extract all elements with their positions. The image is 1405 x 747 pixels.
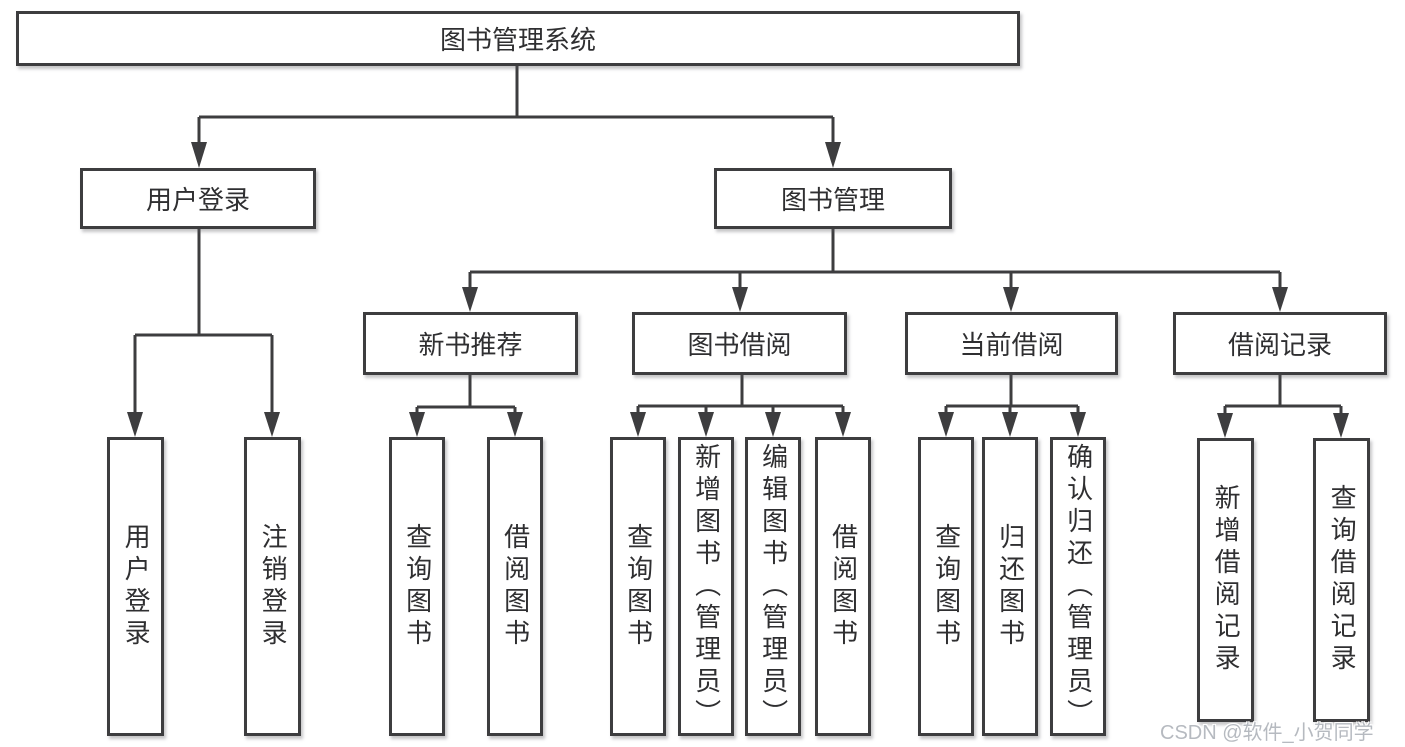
leaf-query-books-current: 查询图书 <box>918 437 974 736</box>
leaf-query-books-borrowing-label: 查询图书 <box>623 522 654 651</box>
leaf-add-borrow-record: 新增借阅记录 <box>1197 438 1254 722</box>
node-new-book-recommend: 新书推荐 <box>363 312 578 375</box>
connector-root-to-level2 <box>191 66 841 168</box>
node-current-borrowing-label: 当前借阅 <box>959 330 1064 360</box>
connector-current-borrowing-children <box>938 375 1086 437</box>
leaf-add-borrow-record-label: 新增借阅记录 <box>1211 484 1242 676</box>
node-user-login: 用户登录 <box>80 168 316 229</box>
node-book-borrowing-label: 图书借阅 <box>687 330 792 360</box>
leaf-query-books-recommend-label: 查询图书 <box>402 522 433 651</box>
leaf-query-books-borrowing: 查询图书 <box>610 437 666 736</box>
leaf-return-books: 归还图书 <box>982 437 1038 736</box>
leaf-query-borrow-record-label: 查询借阅记录 <box>1327 484 1358 676</box>
leaf-edit-book-admin-label: 编辑图书（管理员） <box>758 442 789 731</box>
connector-new-book-recommend-children <box>409 375 523 437</box>
leaf-borrow-books-borrowing-label: 借阅图书 <box>828 522 859 651</box>
leaf-confirm-return-admin: 确认归还（管理员） <box>1050 437 1106 736</box>
leaf-return-books-label: 归还图书 <box>995 522 1026 651</box>
leaf-user-login: 用户登录 <box>107 437 164 736</box>
leaf-query-borrow-record: 查询借阅记录 <box>1313 438 1370 722</box>
leaf-borrow-books-recommend: 借阅图书 <box>487 437 543 736</box>
node-library-system: 图书管理系统 <box>16 11 1020 66</box>
leaf-borrow-books-recommend-label: 借阅图书 <box>500 522 531 651</box>
node-current-borrowing: 当前借阅 <box>905 312 1118 375</box>
node-library-system-label: 图书管理系统 <box>439 25 596 55</box>
leaf-edit-book-admin: 编辑图书（管理员） <box>745 437 801 736</box>
node-new-book-recommend-label: 新书推荐 <box>418 330 523 360</box>
leaf-user-login-label: 用户登录 <box>121 522 152 651</box>
node-user-login-label: 用户登录 <box>145 185 250 215</box>
node-book-management-label: 图书管理 <box>780 185 885 215</box>
node-borrowing-records-label: 借阅记录 <box>1227 330 1332 360</box>
node-book-management: 图书管理 <box>714 168 952 229</box>
connector-book-management-sections <box>462 229 1288 312</box>
leaf-borrow-books-borrowing: 借阅图书 <box>815 437 871 736</box>
csdn-watermark: CSDN @软件_小贺同学 <box>1160 722 1374 744</box>
leaf-logout: 注销登录 <box>244 437 301 736</box>
leaf-query-books-recommend: 查询图书 <box>389 437 445 736</box>
leaf-confirm-return-admin-label: 确认归还（管理员） <box>1063 442 1094 731</box>
leaf-query-books-current-label: 查询图书 <box>931 522 962 651</box>
leaf-add-book-admin: 新增图书（管理员） <box>678 437 734 736</box>
connector-user-login-children <box>127 229 280 437</box>
leaf-logout-label: 注销登录 <box>258 522 289 651</box>
node-book-borrowing: 图书借阅 <box>632 312 847 375</box>
node-borrowing-records: 借阅记录 <box>1173 312 1387 375</box>
connector-book-borrowing-children <box>630 375 851 437</box>
leaf-add-book-admin-label: 新增图书（管理员） <box>691 442 722 731</box>
connector-borrowing-records-children <box>1217 375 1349 438</box>
